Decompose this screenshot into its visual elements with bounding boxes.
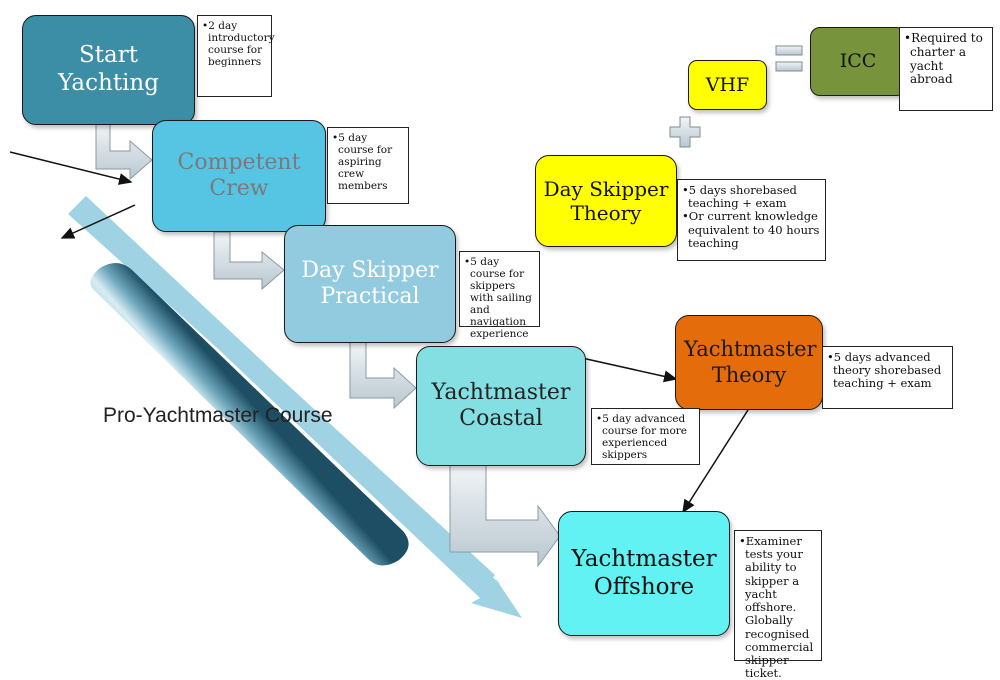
stage-vhf: VHF xyxy=(688,60,767,110)
stage-label: Yachtmaster Theory xyxy=(684,337,817,387)
stage-yachtmaster-coastal: Yachtmaster Coastal xyxy=(416,346,586,466)
note-text: Required to charter a yacht abroad xyxy=(904,31,988,87)
pro-yachtmaster-course-label: Pro-Yachtmaster Course xyxy=(103,404,333,427)
note-day-skipper-theory: 5 days shorebased teaching + exam Or cur… xyxy=(677,179,826,261)
bent-arrow-crew-to-dsp xyxy=(213,231,285,291)
bent-arrow-coastal-to-offshore xyxy=(449,463,561,568)
stage-label: Start Yachting xyxy=(58,42,159,96)
stage-day-skipper-practical: Day Skipper Practical xyxy=(284,225,456,343)
note-icc: Required to charter a yacht abroad xyxy=(899,27,993,111)
stage-competent-crew: Competent Crew xyxy=(152,120,326,232)
stage-icc: ICC xyxy=(810,27,906,96)
note-yachtmaster-theory: 5 days advanced theory shorebased teachi… xyxy=(822,346,953,409)
stage-label: VHF xyxy=(705,73,750,96)
note-text: 2 day introductory course for beginners xyxy=(202,20,275,68)
stage-day-skipper-theory: Day Skipper Theory xyxy=(535,155,677,247)
stage-label: Day Skipper Theory xyxy=(543,177,669,225)
stage-label: Competent Crew xyxy=(177,149,301,201)
gradient-tube-shape xyxy=(90,262,409,566)
equals-sign xyxy=(775,45,803,72)
note-text: 5 day course for skippers with sailing a… xyxy=(464,256,535,340)
note-text: Examiner tests your ability to skipper a… xyxy=(739,534,817,680)
note-text: 5 days shorebased teaching + exam xyxy=(682,183,821,210)
arrow-coastal-to-yachtmaster-theory xyxy=(581,357,678,383)
stage-start-yachting: Start Yachting xyxy=(22,15,195,125)
big-diagonal-arrow xyxy=(68,196,522,618)
stage-label: Day Skipper Practical xyxy=(301,257,439,309)
note-text: Or current knowledge equivalent to 40 ho… xyxy=(682,210,821,250)
arrow-into-competent-crew xyxy=(9,151,133,185)
note-text: 5 day advanced course for more experienc… xyxy=(596,413,695,461)
stage-yachtmaster-offshore: Yachtmaster Offshore xyxy=(558,511,730,636)
arrow-out-of-competent-crew xyxy=(60,204,136,239)
arrow-theory-to-offshore xyxy=(682,409,749,514)
stage-label: ICC xyxy=(839,50,877,73)
bent-arrow-dsp-to-coastal xyxy=(349,341,417,410)
note-day-skipper-practical: 5 day course for skippers with sailing a… xyxy=(459,251,540,340)
stage-label: Yachtmaster Offshore xyxy=(571,545,717,600)
stage-yachtmaster-theory: Yachtmaster Theory xyxy=(675,315,823,410)
note-text: 5 days advanced theory shorebased teachi… xyxy=(827,350,948,391)
bent-arrow-start-to-crew xyxy=(95,123,153,181)
stage-label: Yachtmaster Coastal xyxy=(431,379,571,431)
plus-sign xyxy=(669,116,701,148)
note-text: 5 day course for aspiring crew members xyxy=(332,132,404,192)
note-start-yachting: 2 day introductory course for beginners xyxy=(197,15,275,97)
note-yachtmaster-offshore: Examiner tests your ability to skipper a… xyxy=(734,530,822,680)
note-yachtmaster-coastal: 5 day advanced course for more experienc… xyxy=(591,408,700,465)
note-competent-crew: 5 day course for aspiring crew members xyxy=(327,127,409,204)
